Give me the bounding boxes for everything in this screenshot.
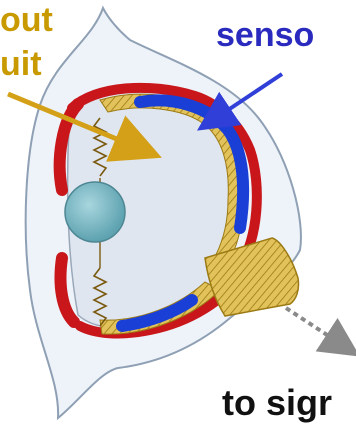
- signal-label: to sigr: [222, 385, 332, 421]
- readout-label-line2: uit: [0, 47, 42, 81]
- lens-ball: [65, 182, 125, 242]
- sensor-label: senso: [216, 18, 314, 52]
- readout-label-line1: out: [0, 3, 53, 37]
- signal-arrow: [286, 308, 350, 350]
